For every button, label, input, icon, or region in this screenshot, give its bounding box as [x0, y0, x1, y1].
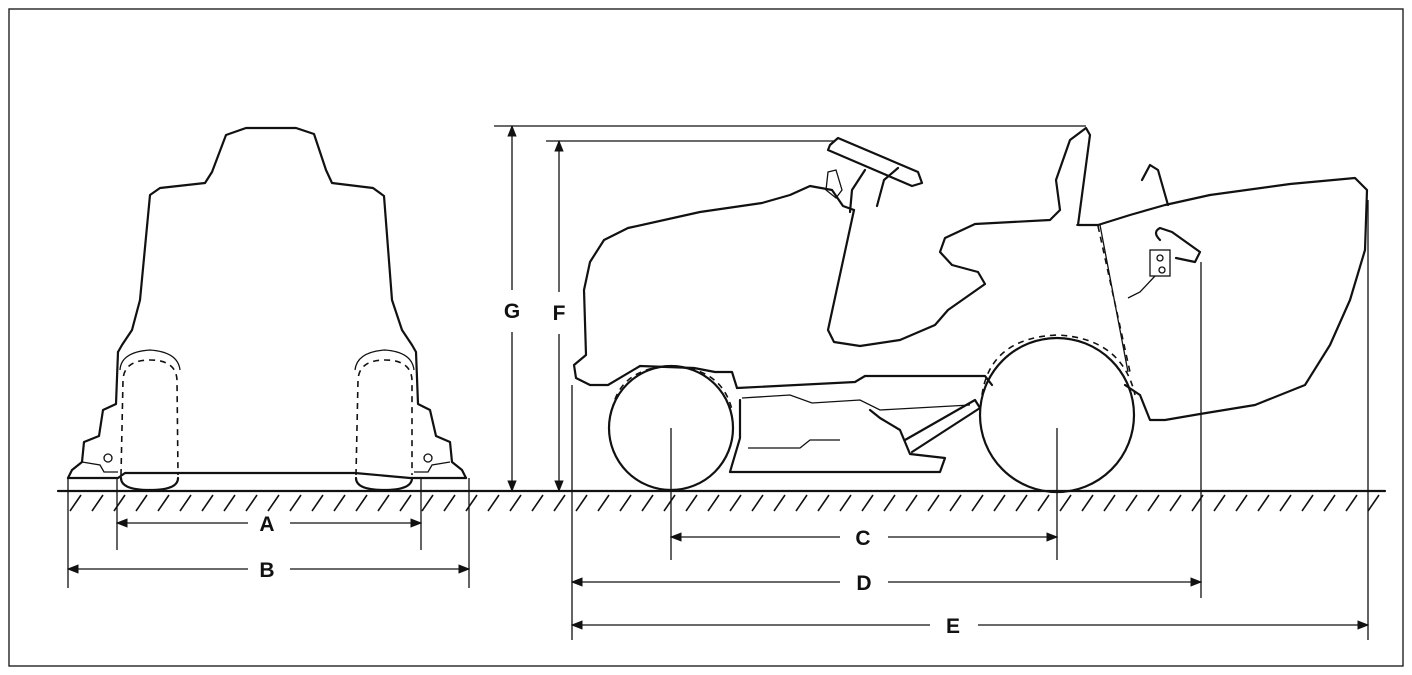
dimension-label-d: D	[856, 572, 871, 595]
tractor-side-view	[572, 126, 1369, 560]
ground-hatching	[69, 494, 1380, 512]
dimension-lines	[66, 124, 1370, 640]
dimension-label-c: C	[855, 527, 870, 550]
dimension-label-b: B	[259, 559, 274, 582]
dimension-label-a: A	[259, 513, 274, 536]
dimension-label-e: E	[946, 615, 960, 638]
diagram-frame	[8, 8, 1404, 667]
dimension-label-f: F	[553, 302, 566, 325]
dimension-label-g: G	[504, 300, 520, 323]
tractor-front-view	[66, 126, 468, 492]
